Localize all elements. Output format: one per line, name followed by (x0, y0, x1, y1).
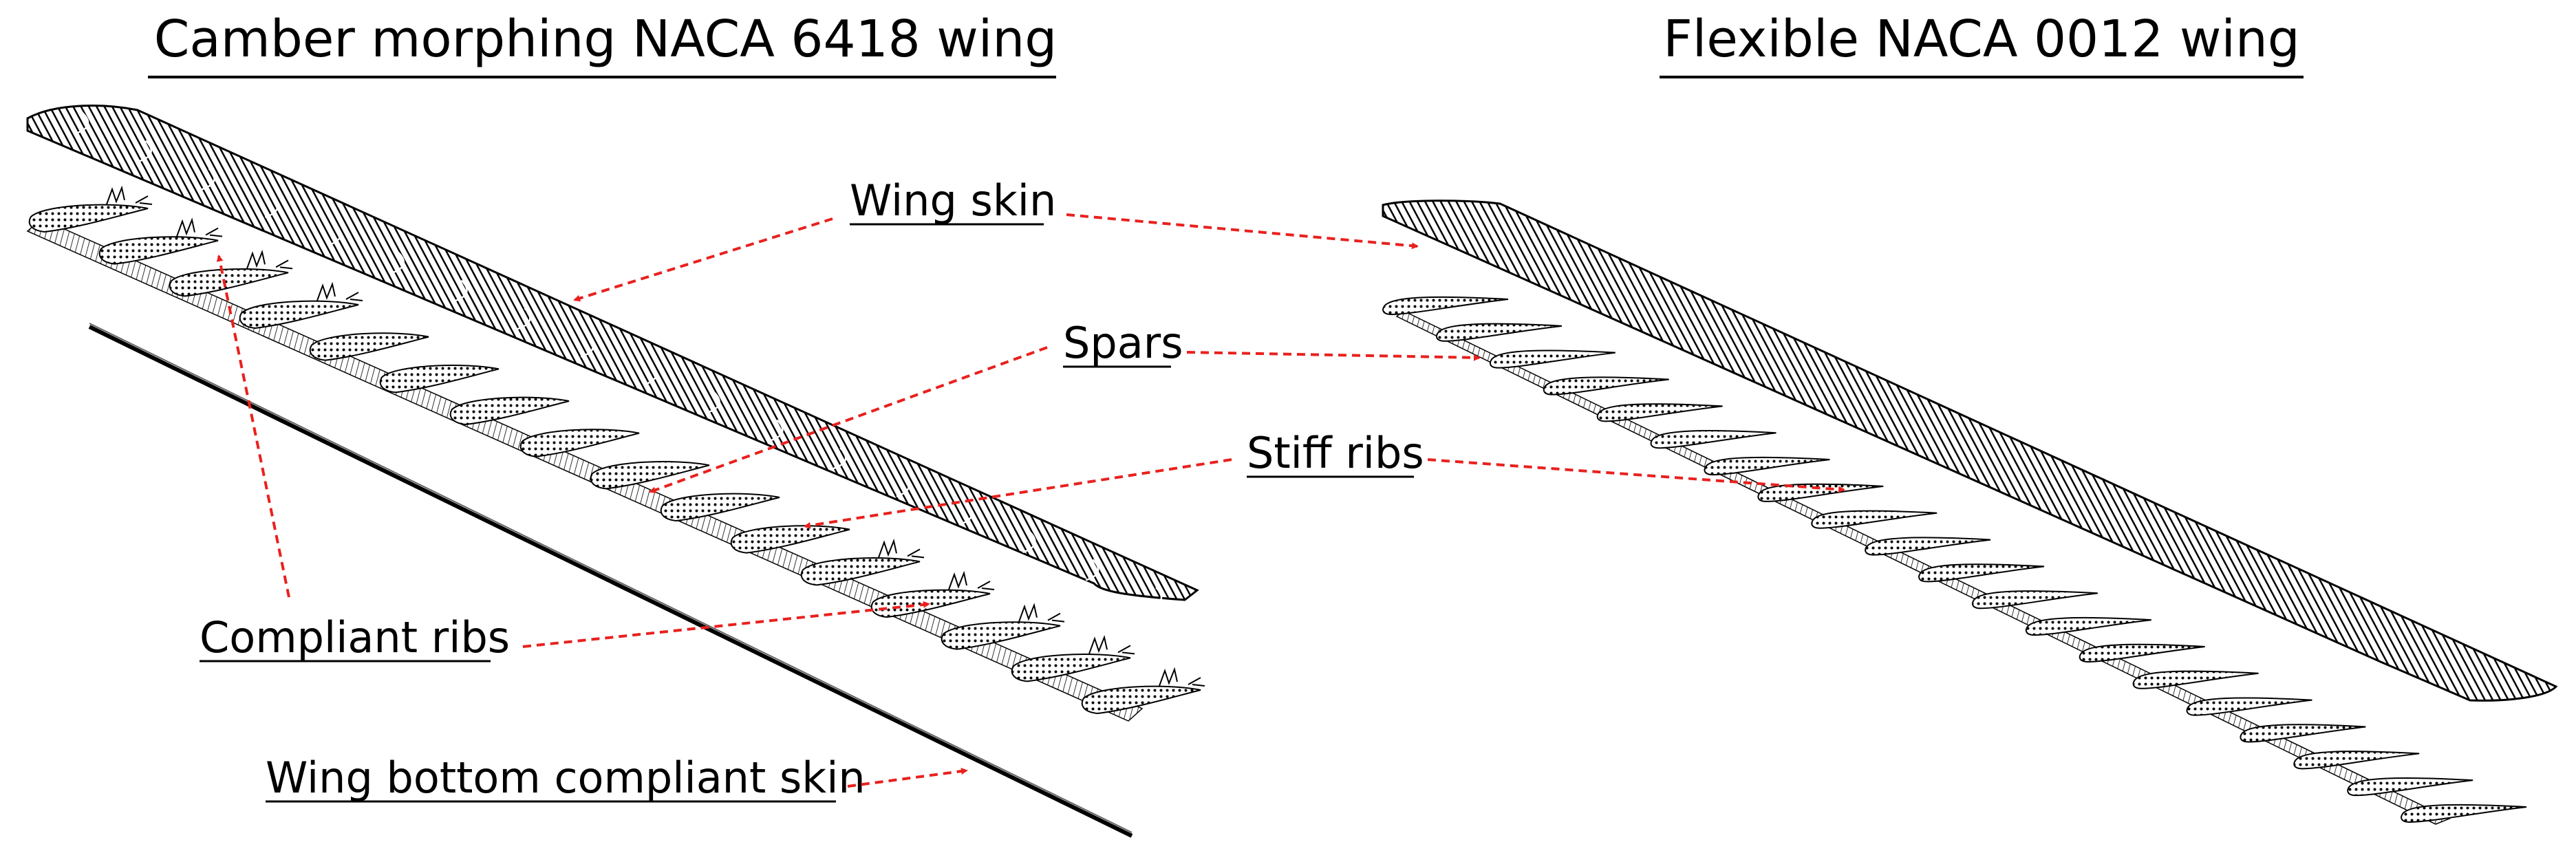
left-compliant-mechanism (246, 249, 293, 270)
left-wing (26, 105, 1205, 838)
right-rib (2401, 804, 2527, 823)
left-rib (800, 557, 921, 586)
left-compliant-mechanism (176, 217, 223, 237)
right-rib (2025, 616, 2151, 636)
left-bottom-compliant-skin-edge (89, 323, 1133, 833)
left-skin-rib-line (770, 419, 784, 442)
callout-arrows (216, 213, 1845, 788)
left-compliant-mechanism (106, 185, 153, 205)
arrow-stiff-ribs-left (804, 458, 1232, 529)
right-rib (2132, 670, 2259, 689)
right-wing (1382, 200, 2558, 825)
left-skin-rib-line (391, 252, 405, 274)
arrow-wing-skin-left (573, 217, 833, 302)
right-title: Flexible NACA 0012 wing (1663, 10, 2300, 69)
left-compliant-mechanism (1159, 667, 1205, 687)
left-rib (519, 429, 640, 457)
left-compliant-mechanism (316, 281, 363, 301)
left-skin-rib-line (643, 363, 658, 386)
arrow-spars-left (649, 346, 1048, 493)
left-rib (590, 460, 710, 490)
left-rib (309, 332, 429, 361)
left-rib (870, 589, 991, 618)
right-rib (2293, 751, 2420, 770)
label-compliant-ribs: Compliant ribs (200, 612, 510, 662)
right-rib (1489, 349, 1616, 369)
arrow-stiff-ribs-right (1427, 458, 1845, 493)
left-rib (730, 525, 850, 554)
right-rib (2347, 777, 2473, 797)
left-skin-rib-line (1085, 559, 1099, 581)
label-spars: Spars (1063, 318, 1183, 368)
right-rib (1972, 590, 2098, 610)
left-skin-rib-line (580, 335, 594, 358)
left-bottom-compliant-skin (88, 325, 1133, 838)
left-skin-rib-line (833, 447, 847, 470)
arrow-spars-right (1186, 351, 1481, 361)
left-skin-rib-line (959, 503, 973, 526)
left-rib (379, 364, 500, 394)
label-wing-skin: Wing skin (850, 175, 1056, 226)
left-skin-rib-line (264, 195, 279, 218)
left-skin-rib-line (328, 224, 342, 246)
left-skin-rib-line (1148, 587, 1163, 610)
right-rib (1596, 403, 1723, 422)
right-rib (1543, 376, 1669, 396)
right-rib (1650, 430, 1777, 449)
right-rib (1382, 296, 1509, 316)
label-stiff-ribs: Stiff ribs (1247, 428, 1424, 478)
left-rib (1081, 685, 1201, 715)
arrow-compliant-ribs-right (522, 601, 930, 648)
left-skin-rib-line (896, 475, 910, 497)
right-rib (2186, 697, 2312, 716)
left-skin-rib-lines (75, 112, 1163, 610)
right-ribs-row (1382, 296, 2527, 825)
right-rib (1436, 323, 1563, 342)
left-skin-rib-line (454, 279, 468, 302)
left-rib (239, 300, 359, 330)
right-rib (1918, 563, 2045, 583)
left-rib (28, 204, 149, 233)
left-compliant-mechanism (948, 570, 995, 590)
left-compliant-mechanism (1018, 603, 1065, 623)
arrow-bottom-skin (847, 768, 968, 788)
left-title: Camber morphing NACA 6418 wing (154, 10, 1057, 69)
arrow-wing-skin-right (1066, 213, 1419, 250)
left-rib (660, 493, 780, 522)
left-rib (1011, 653, 1131, 682)
left-rib (169, 268, 289, 297)
left-skin-rib-line (138, 140, 152, 162)
left-compliant-mechanism (1088, 634, 1135, 655)
left-compliant-mechanism (878, 538, 925, 559)
right-rib (2079, 643, 2205, 662)
right-rib (1757, 483, 1884, 502)
label-bottom-skin: Wing bottom compliant skin (266, 753, 866, 803)
left-skin-rib-line (707, 391, 720, 414)
left-rib (941, 621, 1061, 650)
right-rib (1811, 510, 1938, 529)
right-wing-skin (1382, 200, 2558, 702)
right-rib (2240, 724, 2366, 743)
right-rib (1704, 456, 1830, 476)
arrow-compliant-ribs-up (216, 255, 290, 598)
left-rib (449, 396, 570, 426)
left-skin-rib-line (202, 168, 215, 191)
left-skin-rib-line (517, 308, 531, 330)
left-skin-rib-line (1022, 530, 1036, 554)
right-rib (1865, 537, 1991, 556)
left-ribs-row (26, 185, 1205, 722)
left-skin-rib-line (75, 112, 89, 135)
left-rib (98, 236, 219, 265)
